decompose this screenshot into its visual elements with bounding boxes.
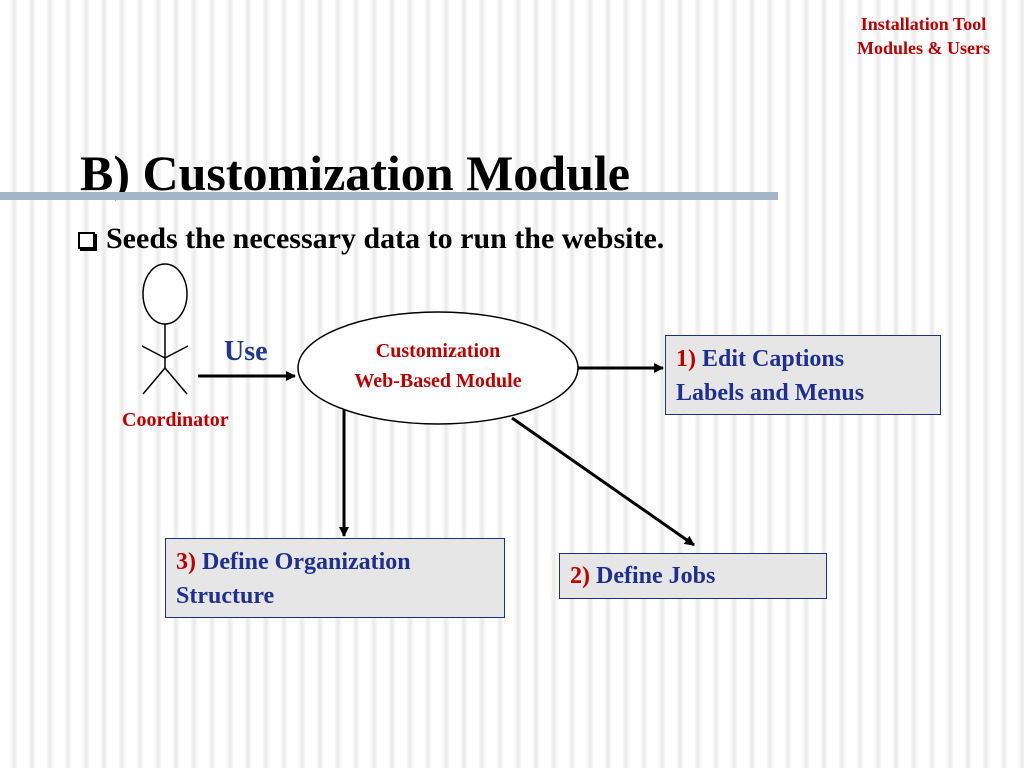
module-label-line-1: Customization — [375, 340, 501, 362]
header-corner-title: Installation Tool Modules & Users — [857, 12, 990, 60]
stick-figure-actor-icon — [141, 263, 189, 395]
step-text-line-1: Define Organization — [202, 549, 411, 575]
step-number: 2) — [570, 563, 590, 589]
step-text-line-1: Define Jobs — [596, 563, 716, 589]
slide-title: B) Customization Module — [80, 145, 630, 201]
step-number: 3) — [176, 549, 196, 575]
step-box-edit-captions: 1) Edit Captions Labels and Menus — [665, 335, 941, 415]
step-box-define-organization: 3) Define Organization Structure — [165, 538, 505, 618]
module-label-line-2: Web-Based Module — [354, 370, 522, 392]
step-text-line-1: Edit Captions — [702, 346, 845, 372]
module-label: Customization Web-Based Module — [300, 336, 576, 396]
use-label: Use — [224, 336, 268, 367]
bullet-text: Seeds the necessary data to run the webs… — [106, 222, 665, 255]
square-bullet-icon — [78, 231, 95, 249]
corner-line-2: Modules & Users — [857, 38, 990, 58]
corner-line-1: Installation Tool — [860, 14, 987, 34]
bullet-item: Seeds the necessary data to run the webs… — [78, 222, 664, 256]
actor-label: Coordinator — [122, 409, 229, 431]
step-number: 1) — [676, 346, 696, 372]
arrow-to-step-2 — [511, 416, 695, 547]
step-text-line-2: Structure — [176, 583, 275, 609]
step-text-line-2: Labels and Menus — [676, 380, 865, 406]
title-underline — [0, 192, 778, 200]
step-box-define-jobs: 2) Define Jobs — [559, 553, 827, 599]
